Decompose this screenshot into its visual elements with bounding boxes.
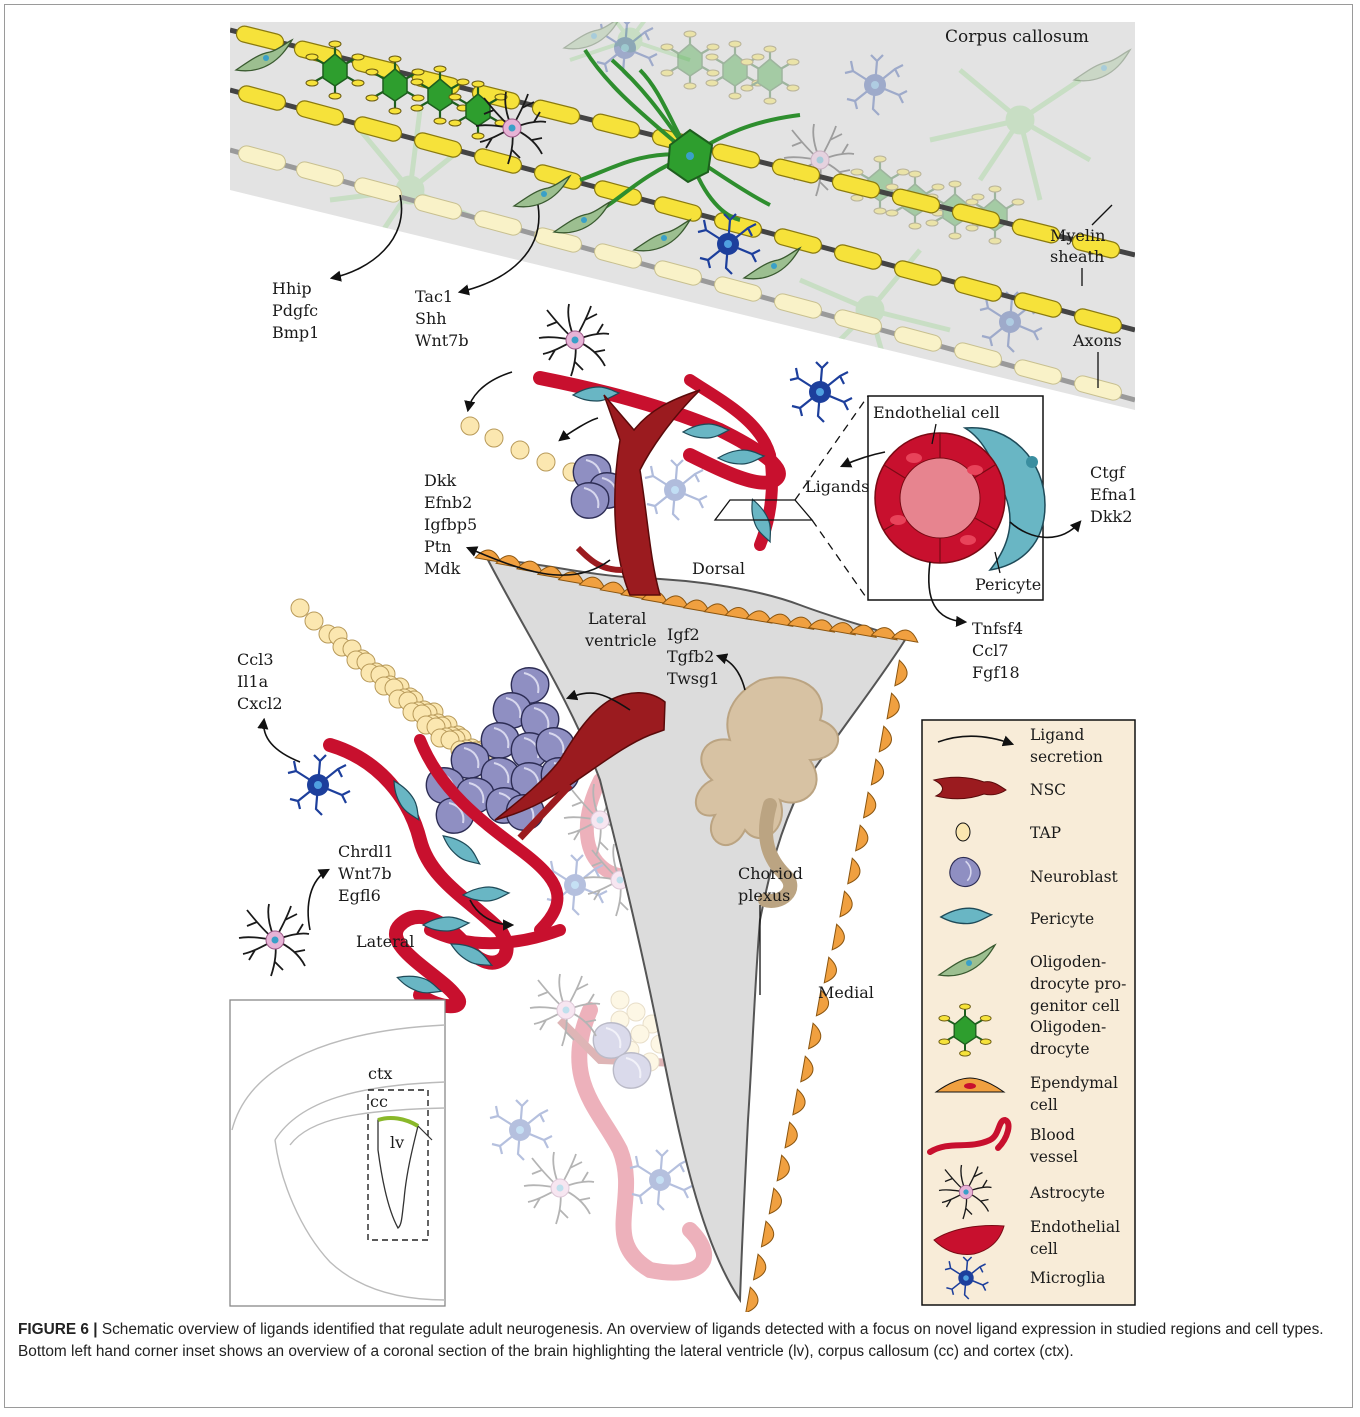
- ligand-ccl7: Ccl7: [972, 641, 1009, 660]
- ligand-chrdl1: Chrdl1: [338, 842, 394, 861]
- pericyte-label: Pericyte: [975, 575, 1041, 594]
- neuroblast-cluster: [426, 668, 578, 833]
- corpus-callosum-panel: Corpus callosum Myelin sheath Axons: [230, 0, 1135, 410]
- legend-label-10-0: Endothelial: [1030, 1218, 1120, 1236]
- inset-ctx-label: ctx: [368, 1064, 392, 1083]
- ligand-igf2: Igf2: [667, 625, 700, 644]
- caption-figure-label: FIGURE 6 |: [18, 1321, 98, 1338]
- legend-label-8-1: vessel: [1029, 1148, 1078, 1166]
- ligands-microglia: Ccl3 Il1a Cxcl2: [237, 650, 283, 713]
- ligand-ccl3: Ccl3: [237, 650, 274, 669]
- legend-label-1-0: NSC: [1030, 781, 1066, 799]
- myelin-label-line1: Myelin: [1050, 226, 1105, 245]
- legend-label-7-1: cell: [1030, 1096, 1058, 1114]
- legend-label-10-1: cell: [1030, 1240, 1058, 1258]
- ependymal-cell: [785, 1122, 799, 1149]
- legend-label-8-0: Blood: [1030, 1126, 1075, 1144]
- ligand-shh: Shh: [415, 309, 447, 328]
- inset-lv-label: lv: [390, 1133, 404, 1152]
- legend-label-0-0: Ligand: [1030, 726, 1084, 744]
- lateral-ventricle-label-line2: ventricle: [584, 631, 657, 650]
- ligand-tnfsf4: Tnfsf4: [972, 619, 1023, 638]
- ependymal-cell: [761, 1221, 775, 1248]
- ependymal-cell: [879, 726, 893, 753]
- ependymal-cell: [895, 660, 909, 687]
- ependymal-cell: [856, 825, 870, 852]
- ependymal-cell: [809, 1023, 823, 1050]
- legend-label-6-1: drocyte: [1030, 1040, 1090, 1058]
- legend-label-11-0: Microglia: [1030, 1269, 1105, 1287]
- ependymal-cell: [801, 1056, 815, 1083]
- legend-label-7-0: Ependymal: [1030, 1074, 1118, 1092]
- caption-title: Schematic overview of ligands identified…: [98, 1321, 604, 1338]
- tap-cell: [305, 612, 323, 630]
- ependymal-cell: [754, 1254, 768, 1281]
- dorsal-label: Dorsal: [692, 559, 745, 578]
- ependymal-cell: [824, 957, 838, 984]
- ependymal-cell: [769, 1188, 783, 1215]
- corpus-callosum-label: Corpus callosum: [945, 27, 1089, 47]
- ligand-pdgfc: Pdgfc: [272, 301, 318, 320]
- ligand-tac1: Tac1: [415, 287, 453, 306]
- ligand-mdk: Mdk: [424, 559, 461, 578]
- ligand-tgfb2: Tgfb2: [667, 647, 714, 666]
- coronal-section-inset: ctx cc lv: [230, 1000, 445, 1306]
- legend-label-0-1: secretion: [1030, 748, 1103, 766]
- ligand-dkk: Dkk: [424, 471, 457, 490]
- ependymal-cell: [746, 1287, 760, 1312]
- legend-label-6-0: Oligoden-: [1030, 1018, 1106, 1036]
- legend-label-4-0: Pericyte: [1030, 910, 1094, 928]
- vessel-zoom-box: Endothelial cell Pericyte Ligands: [805, 396, 1080, 622]
- ependymal-cell: [793, 1089, 807, 1116]
- legend-label-3-0: Neuroblast: [1030, 868, 1119, 886]
- ependymal-cell: [777, 1155, 791, 1182]
- ligands-astrocyte-lateral: Chrdl1 Wnt7b Egfl6: [338, 842, 394, 905]
- legend-label-2-0: TAP: [1030, 824, 1061, 842]
- ependymal-cell: [887, 693, 901, 720]
- ligand-dkk2: Dkk2: [1090, 507, 1132, 526]
- choroid-plexus-label-line1: Choriod: [738, 864, 803, 883]
- ligand-efna1: Efna1: [1090, 485, 1138, 504]
- endothelial-cell-label: Endothelial cell: [873, 403, 1000, 422]
- ligand-cxcl2: Cxcl2: [237, 694, 283, 713]
- axons-label: Axons: [1072, 331, 1122, 350]
- figure-caption: FIGURE 6 | Schematic overview of ligands…: [18, 1319, 1343, 1362]
- tap-icon: [956, 823, 970, 841]
- ligand-egfl6: Egfl6: [338, 886, 381, 905]
- ependymal-cell: [864, 792, 878, 819]
- myelin-label-line2: sheath: [1050, 247, 1104, 266]
- ligand-fgf18: Fgf18: [972, 663, 1020, 682]
- ependymal-cell: [840, 891, 854, 918]
- ependymal-cell: [832, 924, 846, 951]
- legend-label-5-1: drocyte pro-: [1030, 975, 1126, 993]
- ligand-efnb2: Efnb2: [424, 493, 472, 512]
- ligand-ptn: Ptn: [424, 537, 452, 556]
- ligands-label: Ligands: [805, 477, 869, 496]
- ligands-nsc-dorsal: Dkk Efnb2 Igfbp5 Ptn Mdk: [424, 471, 477, 578]
- ligand-igfbp5: Igfbp5: [424, 515, 477, 534]
- ligand-wnt7b-cc: Wnt7b: [415, 331, 469, 350]
- choroid-plexus-label-line2: plexus: [738, 886, 790, 905]
- legend-label-5-0: Oligoden-: [1030, 953, 1106, 971]
- ligand-bmp1: Bmp1: [272, 323, 319, 342]
- ligand-ctgf: Ctgf: [1090, 463, 1126, 482]
- neurogenesis-diagram: Corpus callosum Myelin sheath Axons Hhip…: [0, 0, 1360, 1312]
- lateral-ventricle-label-line1: Lateral: [588, 609, 646, 628]
- inset-cc-label: cc: [370, 1092, 388, 1111]
- ligand-wnt7b-lateral: Wnt7b: [338, 864, 392, 883]
- legend-label-5-2: genitor cell: [1030, 997, 1120, 1015]
- ligand-il1a: Il1a: [237, 672, 269, 691]
- lateral-label: Lateral: [356, 932, 414, 951]
- ligand-hhip: Hhip: [272, 279, 312, 298]
- tap-chain-dorsal: [461, 417, 581, 481]
- ependymal-cell: [871, 759, 885, 786]
- ligands-pericyte: Ctgf Efna1 Dkk2: [1090, 463, 1138, 526]
- legend-label-9-0: Astrocyte: [1029, 1184, 1105, 1202]
- ligand-twsg1: Twsg1: [667, 669, 719, 688]
- ependymal-cell: [848, 858, 862, 885]
- ligands-endothelial: Tnfsf4 Ccl7 Fgf18: [972, 619, 1023, 682]
- tap-cell: [291, 599, 309, 617]
- medial-label: Medial: [818, 983, 874, 1002]
